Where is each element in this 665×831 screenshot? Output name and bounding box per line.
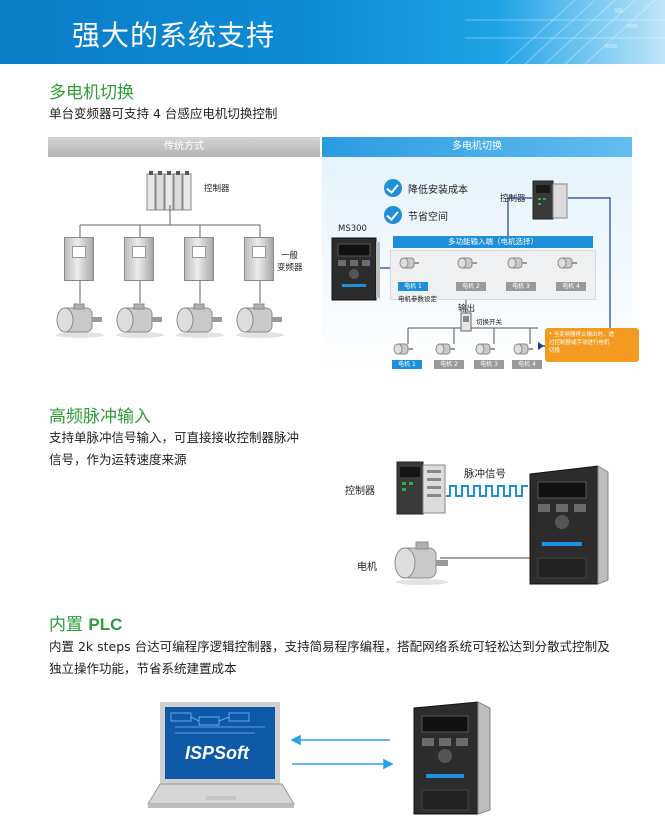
ms300-drive-icon xyxy=(413,701,491,815)
param-setting-label: 电机参数设定 xyxy=(398,295,437,303)
pulse-motor-label: 电机 xyxy=(357,562,377,573)
motor-label-4: 电机 4 xyxy=(556,282,586,291)
plc-controller-icon xyxy=(532,180,568,220)
laptop-screen: ISPSoft xyxy=(160,702,280,784)
pulse-heading: 高频脉冲输入 xyxy=(49,407,151,427)
pulse-controller-label: 控制器 xyxy=(345,486,375,497)
general-drive-label-2: 变频器 xyxy=(277,263,303,273)
motor-icon xyxy=(236,303,284,338)
pulse-waveform xyxy=(446,485,528,497)
switch-icon xyxy=(460,312,472,332)
motor-icon xyxy=(116,303,164,338)
left-motor-wiring xyxy=(79,281,261,303)
benefit-label: 降低安装成本 xyxy=(408,184,468,196)
multi-motor-heading: 多电机切换 xyxy=(49,83,134,103)
plc-heading-en: PLC xyxy=(88,615,123,634)
tab-multi-motor: 多电机切换 xyxy=(322,137,632,157)
laptop-base xyxy=(147,783,295,808)
plc-heading: 内置 PLC xyxy=(49,610,122,635)
motor-icon xyxy=(56,303,104,338)
benefit-label: 节省空间 xyxy=(408,211,448,223)
note-line: * 当变频器停止输出时，透 xyxy=(549,332,614,338)
ms300-drive-icon xyxy=(529,465,609,585)
plc-desc-line2: 独立操作功能，节省系统建置成本 xyxy=(49,661,237,676)
left-wiring xyxy=(79,205,261,241)
multi-motor-desc: 单台变频器可支持 4 台感应电机切换控制 xyxy=(49,106,278,121)
output-motor-label-2: 电机 2 xyxy=(434,360,464,369)
motor-label-1: 电机 1 xyxy=(398,282,428,291)
ms300-drive-icon xyxy=(331,237,380,301)
motor-icon xyxy=(435,343,455,355)
motor-label-2: 电机 2 xyxy=(456,282,486,291)
left-controller-label: 控制器 xyxy=(204,184,230,194)
software-diagram-bg xyxy=(170,712,265,734)
motor-icon xyxy=(394,541,448,585)
pulse-desc-line2: 信号，作为运转速度来源 xyxy=(49,452,187,467)
motor-label-3: 电机 3 xyxy=(506,282,536,291)
motor-icon xyxy=(457,257,477,269)
tab-traditional: 传统方式 xyxy=(48,137,320,157)
general-drive-2 xyxy=(124,237,154,281)
motor-icon xyxy=(399,257,419,269)
motor-icon xyxy=(557,257,577,269)
general-drive-1 xyxy=(64,237,94,281)
output-label: 输出 xyxy=(458,304,476,314)
plc-controller-icon xyxy=(146,171,192,211)
pulse-signal-label: 脉冲信号 xyxy=(464,468,506,480)
general-drive-3 xyxy=(184,237,214,281)
output-motor-label-3: 电机 3 xyxy=(474,360,504,369)
motor-icon xyxy=(507,257,527,269)
page-title: 强大的系统支持 xyxy=(72,19,276,52)
general-drive-label-1: 一般 xyxy=(281,251,299,261)
note-line: 切换 xyxy=(549,348,561,354)
output-motor-label-1: 电机 1 xyxy=(392,360,422,369)
pulse-desc-line1: 支持单脉冲信号输入，可直接接收控制器脉冲 xyxy=(49,430,300,445)
note-callout: * 当变频器停止输出时，透 过控制器或手动进行电机 切换 xyxy=(545,328,639,362)
ms300-model-label: MS300 xyxy=(338,224,367,234)
benefit-item: 节省空间 xyxy=(384,203,448,227)
motor-icon xyxy=(393,343,413,355)
motor-icon xyxy=(176,303,224,338)
plc-controller-icon xyxy=(396,461,446,515)
plc-heading-cn: 内置 xyxy=(49,615,89,635)
check-icon xyxy=(384,206,402,224)
benefit-item: 降低安装成本 xyxy=(384,176,468,200)
note-line: 过控制器或手动进行电机 xyxy=(549,340,610,346)
multi-function-input-bar: 多功能输入端（电机选择） xyxy=(393,236,593,248)
plc-desc-line1: 内置 2k steps 台达可编程序逻辑控制器，支持简易程序编程，搭配网络系统可… xyxy=(49,639,610,654)
right-controller-label: 控制器 xyxy=(500,194,526,204)
output-motor-label-4: 电机 4 xyxy=(512,360,542,369)
motor-icon xyxy=(475,343,495,355)
title-banner: 强大的系统支持 xyxy=(0,0,665,64)
banner-decoration xyxy=(465,0,665,64)
benefits-box: 降低安装成本 节省空间 xyxy=(384,173,492,228)
pulse-wiring xyxy=(440,557,530,559)
communication-arrows xyxy=(290,734,394,770)
software-name: ISPSoft xyxy=(185,743,250,763)
check-icon xyxy=(384,179,402,197)
switch-label: 切换开关 xyxy=(476,318,502,326)
motor-icon xyxy=(513,343,533,355)
general-drive-4 xyxy=(244,237,274,281)
